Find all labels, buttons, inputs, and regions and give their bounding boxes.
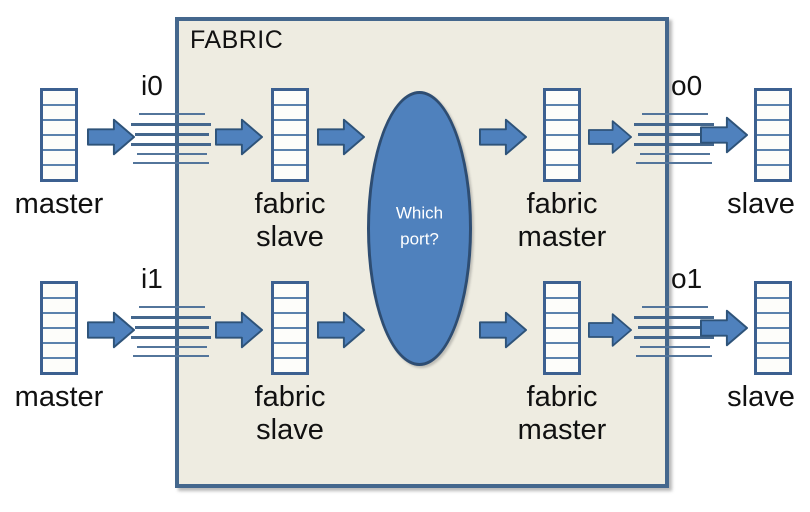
fabric-master-fifo-1 [543, 281, 581, 375]
arrow-icon [215, 311, 263, 349]
arrow-icon [317, 118, 365, 156]
master-fifo-1 [40, 281, 78, 375]
input-port-label-i1: i1 [141, 263, 163, 294]
which-port-label: Which port? [395, 203, 444, 249]
input-bus-i1 [131, 304, 211, 358]
master-fifo-0 [40, 88, 78, 182]
fabric-slave-label-1: fabric slave [254, 381, 326, 447]
fabric-slave-fifo-0 [271, 88, 309, 182]
slave-label-1: slave [727, 381, 795, 413]
fabric-master-fifo-0 [543, 88, 581, 182]
arrow-icon [215, 118, 263, 156]
fabric-master-label-1: fabric master [517, 381, 607, 447]
master-label-0: master [14, 188, 104, 220]
arrow-icon [588, 313, 632, 347]
output-port-label-o0: o0 [671, 70, 703, 101]
which-port-ellipse: Which port? [367, 91, 472, 366]
arrow-icon [588, 120, 632, 154]
arrow-icon [479, 311, 527, 349]
arrow-icon [317, 311, 365, 349]
fabric-slave-label-0: fabric slave [254, 188, 326, 254]
fabric-title: FABRIC [190, 26, 284, 54]
output-port-label-o1: o1 [671, 263, 703, 294]
output-bus-o1 [634, 304, 714, 358]
slave-fifo-1 [754, 281, 792, 375]
slave-fifo-0 [754, 88, 792, 182]
slave-label-0: slave [727, 188, 795, 220]
output-bus-o0 [634, 111, 714, 165]
arrow-icon [700, 116, 748, 154]
arrow-icon [87, 118, 135, 156]
input-port-label-i0: i0 [141, 70, 163, 101]
fabric-slave-fifo-1 [271, 281, 309, 375]
fabric-master-label-0: fabric master [517, 188, 607, 254]
arrow-icon [700, 309, 748, 347]
master-label-1: master [14, 381, 104, 413]
input-bus-i0 [131, 111, 211, 165]
arrow-icon [479, 118, 527, 156]
arrow-icon [87, 311, 135, 349]
